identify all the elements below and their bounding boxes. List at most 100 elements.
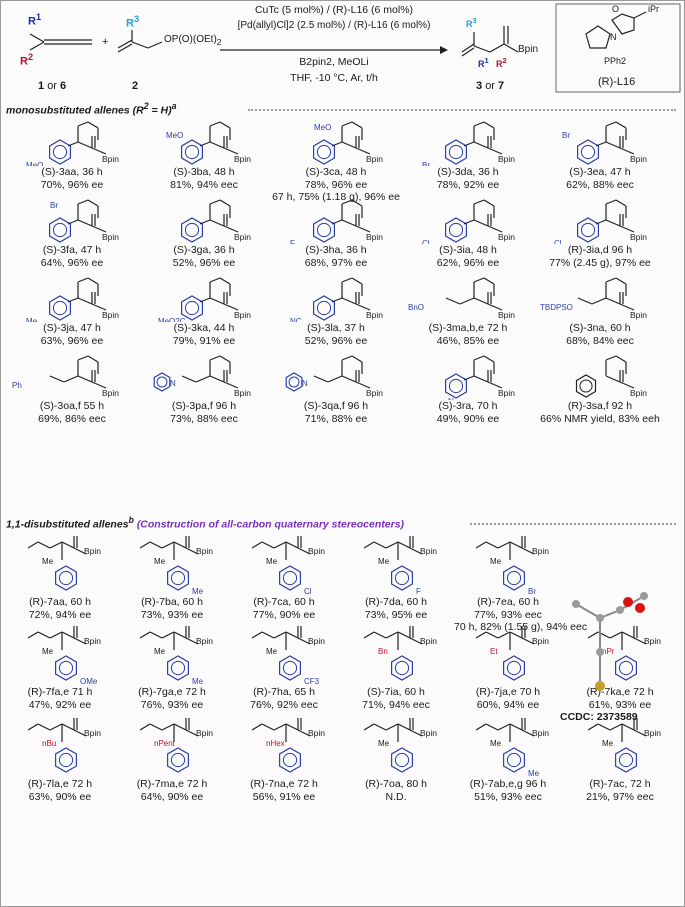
compound-name: (S)-3da, 36 h bbox=[437, 166, 499, 178]
svg-text:Bpin: Bpin bbox=[498, 154, 515, 164]
svg-text:Bpin: Bpin bbox=[532, 546, 549, 556]
compound-yield: 78%, 92% ee bbox=[436, 178, 500, 191]
svg-text:CF3: CF3 bbox=[304, 677, 320, 686]
compound-yield: 66% NMR yield, 83% eeh bbox=[540, 412, 660, 425]
compound-structure: Bpin Br bbox=[562, 121, 647, 165]
compound-yield: 69%, 86% eec bbox=[38, 412, 106, 425]
svg-text:Br: Br bbox=[562, 131, 570, 140]
compound-name: (R)-7ac, 72 h bbox=[589, 778, 651, 790]
svg-text:Bpin: Bpin bbox=[102, 310, 119, 320]
compound-name: (S)-3ma,b,e 72 h bbox=[428, 322, 508, 334]
compound-name: (S)-3ka, 44 h bbox=[173, 322, 235, 334]
compound-scaleup: 67 h, 75% (1.18 g), 96% ee bbox=[272, 191, 400, 203]
compound-yield: 47%, 92% ee bbox=[28, 698, 92, 711]
ligand-structure bbox=[585, 11, 647, 49]
compound-name: (S)-3aa, 36 h bbox=[41, 166, 103, 178]
ccdc-number: CCDC: 2373589 bbox=[560, 711, 638, 723]
compound-yield: 52%, 96% ee bbox=[304, 334, 368, 347]
compound-yield: 73%, 95% ee bbox=[364, 608, 428, 621]
svg-text:Br: Br bbox=[50, 201, 58, 210]
svg-text:Bpin: Bpin bbox=[84, 636, 101, 646]
compound-yield: 64%, 96% ee bbox=[40, 256, 104, 269]
svg-text:MeO2C: MeO2C bbox=[158, 317, 186, 322]
compound-name: (S)-3ea, 47 h bbox=[569, 166, 631, 178]
compound-name: (R)-3ia,d 96 h bbox=[567, 244, 633, 256]
svg-text:Me: Me bbox=[602, 739, 614, 748]
ligand-box bbox=[555, 3, 681, 93]
compound-yield: 63%, 90% ee bbox=[28, 790, 92, 803]
compound-yield: 56%, 91% ee bbox=[252, 790, 316, 803]
svg-text:N: N bbox=[448, 397, 454, 400]
compound-name: (R)-7ja,e 70 h bbox=[475, 686, 541, 698]
compound-yield: 49%, 90% ee bbox=[436, 412, 500, 425]
r2-label: R2 bbox=[20, 52, 34, 68]
compound-name: (R)-7ha, 65 h bbox=[253, 686, 315, 698]
compound-yield: 61%, 93% ee bbox=[588, 698, 652, 711]
phosphate-label: OP(O)(OEt)2 bbox=[164, 34, 222, 47]
svg-text:Bpin: Bpin bbox=[420, 728, 437, 738]
compound-yield: 78%, 96% ee bbox=[304, 178, 368, 191]
svg-text:Cl: Cl bbox=[304, 587, 312, 596]
compound-yield: 77%, 93% eec bbox=[474, 608, 542, 621]
compound-name: (R)-7ba, 60 h bbox=[141, 596, 203, 608]
svg-text:Bpin: Bpin bbox=[308, 546, 325, 556]
svg-text:Ph: Ph bbox=[12, 381, 22, 390]
svg-text:Bpin: Bpin bbox=[532, 728, 549, 738]
section2-title: 1,1-disubstituted allenesb (Construction… bbox=[6, 515, 405, 531]
compound-name: (R)-7oa, 80 h bbox=[365, 778, 427, 790]
compound-name: (R)-7ga,e 72 h bbox=[138, 686, 206, 698]
svg-text:N: N bbox=[170, 379, 176, 388]
compound-name: (R)-7ab,e,g 96 h bbox=[469, 778, 547, 790]
compound-name: (S)-3ra, 70 h bbox=[438, 400, 498, 412]
svg-text:Bpin: Bpin bbox=[644, 728, 661, 738]
svg-text:Bpin: Bpin bbox=[196, 546, 213, 556]
compound-name: (R)-3sa,f 92 h bbox=[567, 400, 633, 412]
svg-text:Br: Br bbox=[422, 161, 430, 166]
compound-scaleup: 70 h, 82% (1.55 g), 94% eec bbox=[454, 621, 588, 633]
svg-text:Me: Me bbox=[42, 647, 54, 656]
compound-yield: 52%, 96% ee bbox=[172, 256, 236, 269]
compound-name: (R)-7aa, 60 h bbox=[29, 596, 91, 608]
product-label: 3 or 7 bbox=[476, 80, 505, 92]
compound-name: (R)-7ma,e 72 h bbox=[136, 778, 208, 790]
compound-name: (S)-3ca, 48 h bbox=[305, 166, 367, 178]
svg-text:Bpin: Bpin bbox=[630, 154, 647, 164]
compound-yield: 71%, 88% ee bbox=[304, 412, 368, 425]
svg-text:Bpin: Bpin bbox=[630, 310, 647, 320]
compound-yield: 68%, 84% eec bbox=[566, 334, 634, 347]
svg-text:Me: Me bbox=[490, 557, 502, 566]
svg-text:Cl: Cl bbox=[422, 239, 430, 244]
svg-text:Bpin: Bpin bbox=[196, 636, 213, 646]
compound-name: (S)-3ja, 47 h bbox=[43, 322, 101, 334]
svg-text:Bpin: Bpin bbox=[102, 232, 119, 242]
compound-name: (R)-7la,e 72 h bbox=[27, 778, 93, 790]
r1-label: R1 bbox=[28, 12, 42, 28]
svg-text:Bpin: Bpin bbox=[102, 388, 119, 398]
compound-yield: 76%, 92% eec bbox=[250, 698, 318, 711]
product-structure bbox=[461, 26, 519, 57]
svg-text:F: F bbox=[290, 239, 295, 244]
